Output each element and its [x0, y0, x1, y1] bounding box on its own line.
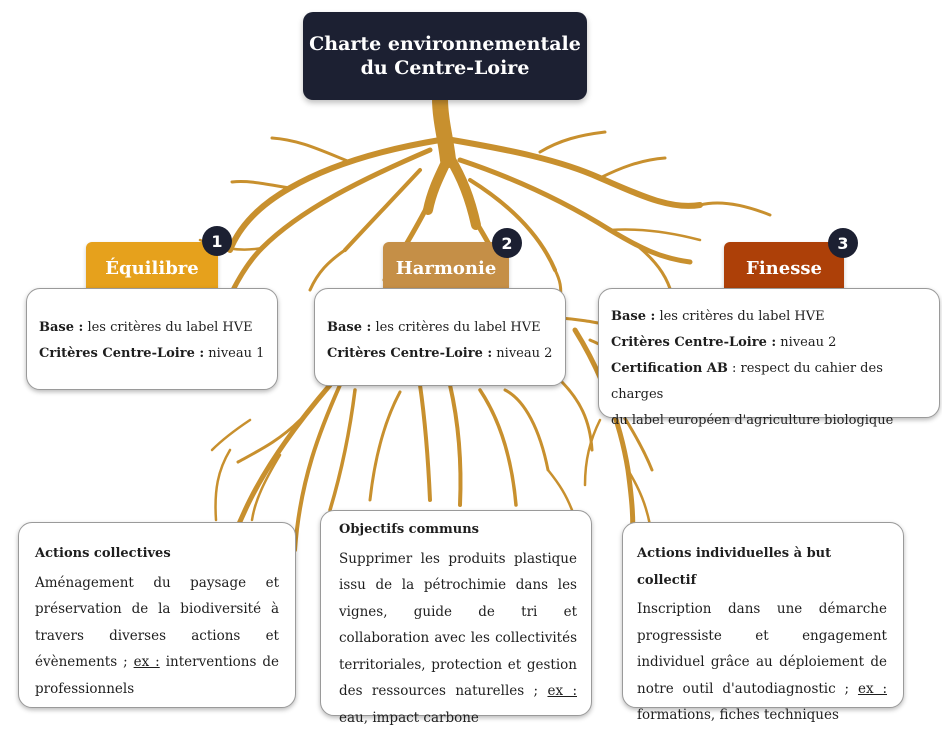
level-harmonie-details: Base : les critères du label HVE Critère…	[314, 288, 566, 386]
level-equilibre-details: Base : les critères du label HVE Critère…	[26, 288, 278, 390]
title-line-2: du Centre-Loire	[309, 56, 581, 80]
level-equilibre-label: Équilibre	[86, 242, 218, 294]
objectifs-communs-card: Objectifs communs Supprimer les produits…	[320, 510, 592, 716]
title-line-1: Charte environnementale	[309, 32, 581, 56]
actions-collectives-heading: Actions collectives	[35, 541, 279, 568]
chart-title-box: Charte environnementale du Centre-Loire	[303, 12, 587, 100]
actions-individuelles-card: Actions individuelles à but collectif In…	[622, 522, 904, 708]
level-3-number-badge: 3	[828, 228, 858, 258]
actions-individuelles-heading: Actions individuelles à but collectif	[637, 541, 887, 594]
level-harmonie-label: Harmonie	[383, 242, 509, 294]
objectifs-communs-heading: Objectifs communs	[339, 517, 577, 544]
actions-collectives-card: Actions collectives Aménagement du paysa…	[18, 522, 296, 708]
level-2-number-badge: 2	[492, 228, 522, 258]
detail-line: Base : les critères du label HVE	[327, 315, 565, 341]
level-finesse-details: Base : les critères du label HVE Critère…	[598, 288, 940, 418]
detail-line: Critères Centre-Loire : niveau 2	[327, 341, 565, 367]
objectifs-communs-text: Supprimer les produits plastique issu de…	[339, 546, 577, 731]
level-1-number-badge: 1	[202, 226, 232, 256]
actions-collectives-text: Aménagement du paysage et préservation d…	[35, 570, 279, 703]
level-finesse-label: Finesse	[724, 242, 844, 294]
detail-line: Base : les critères du label HVE	[39, 315, 277, 341]
detail-line: Base : les critères du label HVE	[611, 304, 939, 330]
actions-individuelles-text: Inscription dans une démarche progressis…	[637, 596, 887, 729]
detail-line: Critères Centre-Loire : niveau 1	[39, 341, 277, 367]
detail-line: du label européen d'agriculture biologiq…	[611, 408, 939, 434]
detail-line: Certification AB : respect du cahier des…	[611, 356, 939, 408]
detail-line: Critères Centre-Loire : niveau 2	[611, 330, 939, 356]
